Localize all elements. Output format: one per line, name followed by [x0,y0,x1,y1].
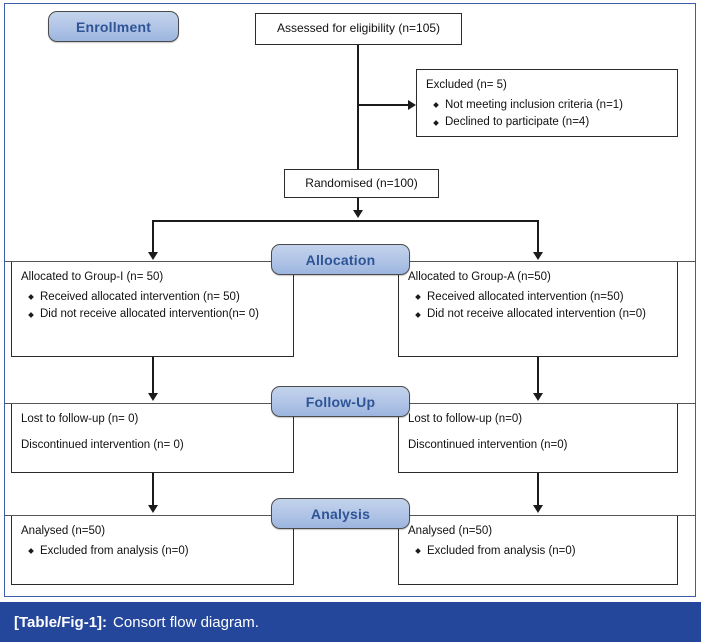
box-analysis-left: Analysed (n=50) Excluded from analysis (… [11,515,294,585]
arrowhead-right-allocation [533,252,543,260]
stage-label-enrollment: Enrollment [75,18,152,35]
arrowhead-left-analysis [148,505,158,513]
connector-assessed-to-excluded [357,104,410,106]
connector-left-alloc-to-followup [152,357,154,397]
allocated-right-title: Allocated to Group-A (n=50) [408,271,551,283]
arrowhead-to-excluded [408,100,416,110]
connector-allocation-split [152,220,539,222]
assessed-text: Assessed for eligibility (n=105) [276,21,441,36]
diamond-bullet-icon [415,311,421,318]
box-followup-left: Lost to follow-up (n= 0) Discontinued in… [11,403,294,473]
box-followup-right: Lost to follow-up (n=0) Discontinued int… [398,403,678,473]
box-randomised: Randomised (n=100) [284,169,439,198]
caption-label: [Table/Fig-1]: [14,613,108,631]
connector-split-left-down [152,220,154,256]
list-item: Did not receive allocated intervention(n… [28,306,284,323]
excluded-list: Not meeting inclusion criteria (n=1) Dec… [426,97,668,131]
connector-right-alloc-to-followup [537,357,539,397]
diamond-bullet-icon [415,294,421,300]
diamond-bullet-icon [433,119,439,126]
allocated-right-list: Received allocated intervention (n=50) D… [408,289,668,323]
diamond-bullet-icon [28,311,34,318]
box-analysis-right: Analysed (n=50) Excluded from analysis (… [398,515,678,585]
arrowhead-left-followup [148,393,158,401]
list-item: Received allocated intervention (n=50) [415,289,668,306]
allocated-left-list: Received allocated intervention (n= 50) … [21,289,284,323]
connector-split-right-down [537,220,539,256]
stage-pill-enrollment: Enrollment [48,11,179,42]
box-excluded: Excluded (n= 5) Not meeting inclusion cr… [416,69,678,137]
stage-pill-analysis: Analysis [271,498,410,529]
allocated-left-title: Allocated to Group-I (n= 50) [21,271,164,283]
diamond-bullet-icon [433,102,439,108]
analysis-right-title: Analysed (n=50) [408,525,493,537]
diamond-bullet-icon [28,548,34,554]
stage-pill-followup: Follow-Up [271,386,410,417]
connector-left-followup-to-analysis [152,473,154,509]
arrowhead-right-analysis [533,505,543,513]
arrowhead-randomised-down [353,210,363,218]
diamond-bullet-icon [415,548,421,554]
followup-left-discontinued: Discontinued intervention (n= 0) [21,438,184,451]
randomised-text: Randomised (n=100) [305,175,418,190]
connector-randomised-down [357,198,359,212]
stage-label-analysis: Analysis [310,505,371,522]
analysis-left-title: Analysed (n=50) [21,525,106,537]
box-assessed-for-eligibility: Assessed for eligibility (n=105) [255,13,462,45]
arrowhead-right-followup [533,393,543,401]
box-allocated-left: Allocated to Group-I (n= 50) Received al… [11,261,294,357]
arrowhead-left-allocation [148,252,158,260]
list-item: Excluded from analysis (n=0) [415,543,668,560]
diamond-bullet-icon [28,294,34,300]
caption-text: Consort flow diagram. [113,613,259,631]
connector-right-followup-to-analysis [537,473,539,509]
figure-caption: [Table/Fig-1]: Consort flow diagram. [0,602,701,642]
followup-right-discontinued: Discontinued intervention (n=0) [408,438,568,451]
analysis-right-list: Excluded from analysis (n=0) [408,543,668,560]
analysis-left-list: Excluded from analysis (n=0) [21,543,284,560]
connector-assessed-to-randomised [357,45,359,169]
followup-right-lost: Lost to follow-up (n=0) [408,413,523,425]
list-item: Did not receive allocated intervention (… [415,306,668,323]
list-item: Excluded from analysis (n=0) [28,543,284,560]
list-item: Not meeting inclusion criteria (n=1) [433,97,668,114]
list-item: Received allocated intervention (n= 50) [28,289,284,306]
stage-pill-allocation: Allocation [271,244,410,275]
list-item: Declined to participate (n=4) [433,114,668,131]
stage-label-followup: Follow-Up [305,393,376,410]
followup-left-lost: Lost to follow-up (n= 0) [21,413,139,425]
box-allocated-right: Allocated to Group-A (n=50) Received all… [398,261,678,357]
stage-label-allocation: Allocation [305,251,376,268]
excluded-title: Excluded (n= 5) [426,79,507,91]
